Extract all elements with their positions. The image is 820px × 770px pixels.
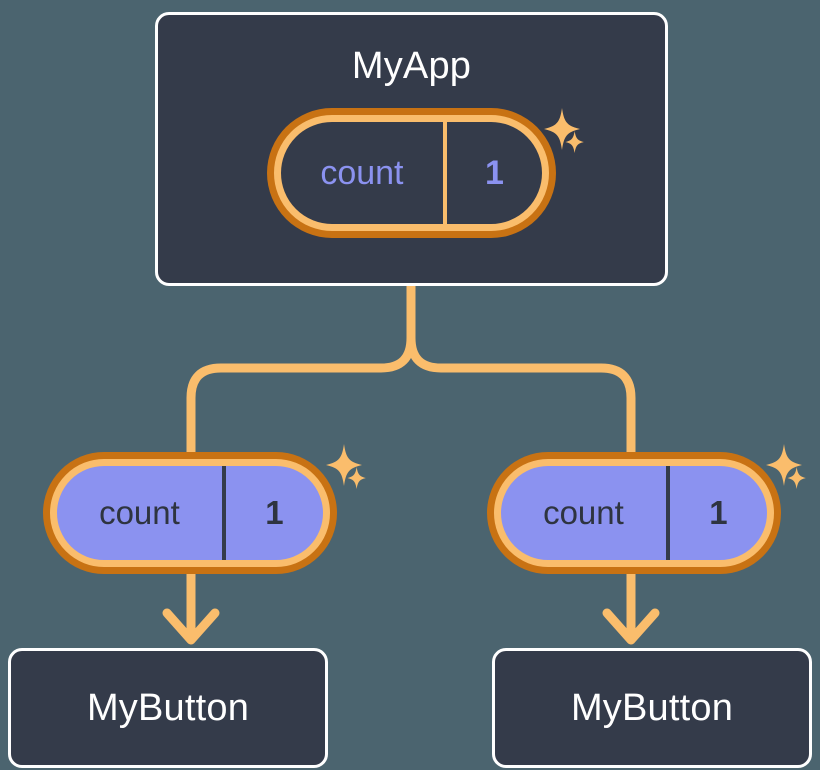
tree-branch-connector — [186, 281, 416, 457]
state-pill-child-right[interactable]: count 1 — [487, 452, 781, 574]
state-value-child-right-cell: 1 — [665, 466, 767, 560]
arrow-down-icon-right-head — [602, 608, 660, 645]
state-key-child-left: count — [99, 494, 180, 531]
component-title-myapp: MyApp — [351, 45, 472, 87]
component-title-mybutton-left: MyButton — [86, 687, 250, 729]
state-key-root: count — [320, 153, 404, 192]
state-value-child-left: 1 — [265, 494, 284, 531]
state-value-root: 1 — [484, 153, 504, 192]
state-value-root-cell: 1 — [442, 122, 542, 224]
arrow-down-icon-left-head — [162, 608, 220, 645]
state-pill-root[interactable]: count 1 — [267, 108, 556, 238]
state-pill-root-inner: count 1 — [274, 115, 549, 231]
state-pill-child-right-inner: count 1 — [494, 459, 774, 567]
component-box-mybutton-left[interactable]: MyButton — [8, 648, 328, 768]
tree-branch-connector-right — [406, 281, 636, 457]
state-value-child-right: 1 — [709, 494, 728, 531]
component-title-mybutton-right: MyButton — [570, 687, 734, 729]
state-value-child-left-cell: 1 — [221, 466, 323, 560]
state-pill-child-left[interactable]: count 1 — [43, 452, 337, 574]
component-box-mybutton-right[interactable]: MyButton — [492, 648, 812, 768]
state-pill-child-left-inner: count 1 — [50, 459, 330, 567]
state-key-child-right: count — [543, 494, 624, 531]
